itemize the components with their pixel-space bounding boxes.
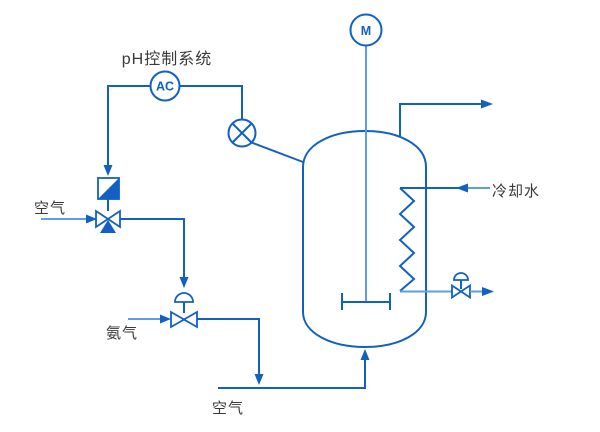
ip-transducer-icon (97, 177, 120, 211)
pipe (218, 358, 366, 389)
signal-pipe-right (179, 85, 243, 120)
cooling-water-outlet (400, 272, 494, 300)
flow-arrow-up-icon (360, 349, 370, 360)
three-way-valve-icon (95, 209, 121, 233)
signal-pipe-left (107, 85, 151, 167)
coil-zigzag (398, 187, 416, 292)
signal-line-left (103, 85, 151, 176)
signal-arrow-down-icon (103, 165, 113, 176)
flow-arrow-icon (160, 314, 171, 324)
cooling-water-label: 冷却水 (492, 183, 540, 200)
vapor-pipe (399, 103, 482, 136)
signal-arrow-down-icon (179, 277, 189, 288)
cooling-water-inlet (400, 183, 490, 193)
motor-circle (349, 13, 383, 47)
air-to-ammonia-valve-line (120, 218, 189, 288)
reactor-vessel-icon (302, 129, 427, 349)
sensor-tap-line (251, 141, 304, 163)
air-inlet-left (41, 214, 97, 224)
motor-label: M (361, 24, 371, 38)
signal-line-right (179, 85, 243, 120)
sensor-x-2 (231, 122, 253, 144)
pipe (120, 218, 185, 279)
vapor-outlet-line (399, 99, 493, 136)
analyzer-controller-icon: AC (149, 70, 181, 102)
ammonia-label: 氨气 (106, 325, 138, 342)
transducer-fill (98, 178, 119, 199)
air-left-label: 空气 (34, 200, 66, 217)
valve-wing-left (451, 283, 463, 300)
page-title: pH控制系统 (122, 50, 212, 68)
actuator-dome (453, 272, 469, 281)
flow-arrow-icon (481, 99, 493, 109)
cooling-coil-icon (398, 187, 416, 292)
actuator-dome (174, 292, 194, 303)
controller-circle (149, 70, 181, 102)
valve-port-bottom (100, 220, 116, 233)
valve-wing-left (170, 310, 186, 329)
vessel-outline (302, 129, 427, 349)
ammonia-to-header-line (197, 318, 264, 385)
bottom-feed-line (218, 349, 370, 389)
motor-circle-icon: M (349, 13, 383, 47)
valve-wing-right (459, 283, 471, 300)
ph-sensor-icon (227, 118, 304, 163)
ammonia-inlet (128, 314, 171, 324)
air-bottom-label: 空气 (212, 400, 244, 417)
agitator-icon (341, 45, 391, 310)
diaphragm-control-valve-icon (170, 292, 198, 329)
flow-arrow-left-icon (456, 183, 468, 193)
controller-label: AC (156, 80, 174, 94)
signal-arrow-down-icon (254, 374, 264, 385)
flow-arrow-icon (482, 287, 494, 296)
flow-arrow-icon (86, 214, 97, 224)
valve-wing-right (182, 310, 198, 329)
pipe (197, 318, 260, 376)
